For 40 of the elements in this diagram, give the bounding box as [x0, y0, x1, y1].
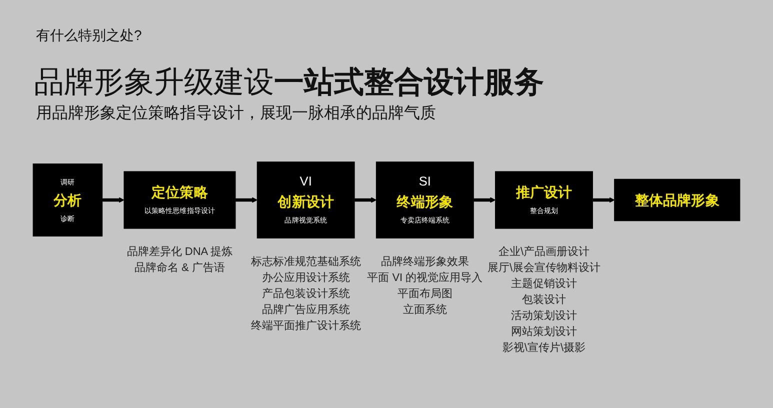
list-item: 品牌差异化 DNA 提炼: [126, 245, 233, 260]
list-item: 终端平面推广设计系统: [250, 318, 361, 334]
list-item: 包装设计: [522, 293, 566, 308]
arrow: [592, 197, 615, 203]
list-item: 企业\产品画册设计: [498, 244, 590, 260]
step-title: 整体品牌形象: [634, 192, 720, 208]
step-title: 终端形象: [396, 194, 454, 210]
arrow: [235, 197, 258, 203]
list-item: 展厅\展会宣传物料设计: [487, 260, 600, 276]
list-item: 立面系统: [402, 302, 447, 318]
arrow: [102, 197, 124, 203]
step-title: 定位策略: [152, 184, 208, 200]
process-box: [614, 178, 740, 222]
step-code: VI: [300, 174, 312, 189]
list-item: 办公应用设计系统: [262, 270, 350, 286]
step-title: 分析: [54, 192, 82, 208]
subtitle: 用品牌形象定位策略指导设计，展现一脉相承的品牌气质: [36, 104, 436, 124]
list-item: 产品包装设计系统: [262, 286, 350, 302]
title: 品牌形象升级建设一站式整合设计服务: [34, 65, 544, 101]
list-item: 主题促销设计: [510, 276, 577, 292]
arrow: [354, 197, 377, 203]
arrow: [474, 197, 496, 203]
step-code: SI: [418, 174, 431, 189]
list-item: 网站策划设计: [510, 325, 577, 340]
process-box: [376, 162, 474, 238]
process-box: [124, 171, 236, 229]
process-box: [256, 162, 355, 238]
list-item: 品牌终端形象效果: [380, 255, 469, 270]
list-item: 平面布局图: [397, 287, 452, 302]
list-item: 活动策划设计: [510, 309, 577, 324]
list-item: 影视\宣传片\摄影: [502, 340, 586, 356]
list-item: 品牌广告应用系统: [262, 302, 350, 318]
step-title: 推广设计: [516, 184, 572, 200]
process-box: [495, 171, 593, 229]
intro-question: 有什么特别之处?: [36, 27, 142, 45]
list-item: 品牌命名 & 广告语: [134, 260, 225, 276]
list-item: 平面 VI 的视觉应用导入: [367, 270, 483, 286]
process-box: [32, 164, 103, 236]
step-title: 创新设计: [278, 194, 334, 210]
list-item: 标志标准规范基础系统: [250, 254, 361, 270]
